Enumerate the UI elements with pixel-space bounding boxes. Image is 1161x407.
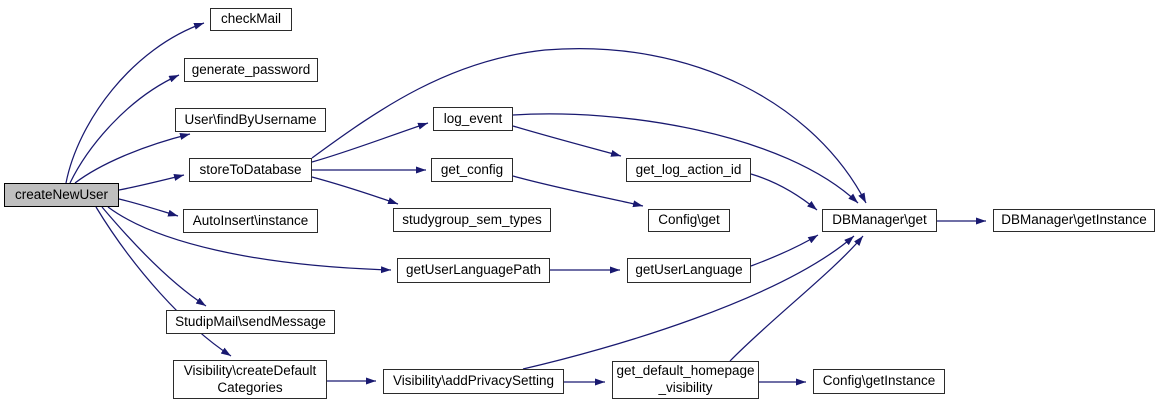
node-label: getUserLanguagePath bbox=[405, 262, 542, 278]
edge-visibility-addprivacy-to-dbmanager-get bbox=[522, 235, 855, 370]
edge-createNewUser-to-user-findByUsername bbox=[74, 133, 191, 184]
edge-get-default-homepage-to-dbmanager-get bbox=[729, 235, 864, 362]
node-label: User\findByUsername bbox=[184, 111, 317, 127]
node-dbmanager-getinstance[interactable]: DBManager\getInstance bbox=[993, 209, 1155, 232]
node-label: AutoInsert\instance bbox=[192, 212, 309, 228]
node-label: get_log_action_id bbox=[635, 161, 742, 177]
node-visibility-addprivacy[interactable]: Visibility\addPrivacySetting bbox=[383, 369, 564, 394]
node-config-get[interactable]: Config\get bbox=[648, 209, 730, 232]
node-label: getUserLanguage bbox=[635, 262, 743, 278]
node-label: Visibility\createDefault Categories bbox=[183, 362, 317, 395]
node-log-event[interactable]: log_event bbox=[433, 107, 513, 131]
node-get-default-homepage[interactable]: get_default_homepage _visibility bbox=[612, 361, 759, 399]
node-label: DBManager\get bbox=[832, 212, 927, 228]
node-dbmanager-get[interactable]: DBManager\get bbox=[822, 209, 937, 232]
node-get-config[interactable]: get_config bbox=[431, 158, 513, 182]
node-createNewUser: createNewUser bbox=[4, 183, 119, 207]
node-config-getinstance[interactable]: Config\getInstance bbox=[813, 369, 945, 394]
node-user-findByUsername[interactable]: User\findByUsername bbox=[175, 108, 326, 132]
node-studipmail-sendmessage[interactable]: StudipMail\sendMessage bbox=[166, 310, 335, 334]
edge-createNewUser-to-generate-password bbox=[69, 74, 180, 184]
edge-createNewUser-to-checkMail bbox=[65, 22, 205, 184]
edge-storeToDatabase-to-dbmanager-get bbox=[311, 48, 867, 204]
edge-createNewUser-to-storeToDatabase bbox=[118, 174, 185, 191]
node-label: get_default_homepage _visibility bbox=[616, 363, 755, 395]
node-label: Config\getInstance bbox=[822, 373, 936, 389]
node-storeToDatabase[interactable]: storeToDatabase bbox=[189, 158, 312, 182]
edge-createNewUser-to-autoinsert-instance bbox=[118, 198, 179, 217]
node-visibility-createdefault[interactable]: Visibility\createDefault Categories bbox=[173, 360, 327, 399]
edge-log-event-to-get-log-action-id bbox=[512, 125, 622, 157]
node-label: generate_password bbox=[191, 61, 311, 77]
node-label: studygroup_sem_types bbox=[402, 211, 542, 227]
node-studygroup-sem-types[interactable]: studygroup_sem_types bbox=[393, 208, 551, 232]
edge-storeToDatabase-to-studygroup-sem-types bbox=[311, 176, 399, 205]
node-label: checkMail bbox=[220, 11, 282, 27]
node-label: log_event bbox=[443, 110, 503, 126]
node-get-log-action-id[interactable]: get_log_action_id bbox=[626, 158, 751, 182]
node-generate-password[interactable]: generate_password bbox=[184, 58, 318, 82]
node-label: StudipMail\sendMessage bbox=[175, 313, 326, 329]
edge-getUserLanguage-to-dbmanager-get bbox=[750, 234, 819, 267]
node-getUserLanguage[interactable]: getUserLanguage bbox=[627, 258, 751, 283]
node-label: Visibility\addPrivacySetting bbox=[392, 373, 555, 389]
edge-storeToDatabase-to-log-event bbox=[311, 122, 429, 163]
node-label: get_config bbox=[440, 161, 504, 177]
node-label: Config\get bbox=[658, 212, 720, 228]
node-checkMail[interactable]: checkMail bbox=[210, 8, 292, 31]
edge-get-config-to-config-get bbox=[512, 175, 644, 208]
node-label: DBManager\getInstance bbox=[1001, 212, 1147, 228]
node-label: storeToDatabase bbox=[199, 161, 302, 177]
node-autoinsert-instance[interactable]: AutoInsert\instance bbox=[183, 209, 318, 233]
node-getUserLanguagePath[interactable]: getUserLanguagePath bbox=[397, 258, 550, 283]
node-label: createNewUser bbox=[14, 186, 109, 202]
edge-get-log-action-id-to-dbmanager-get bbox=[750, 173, 818, 211]
